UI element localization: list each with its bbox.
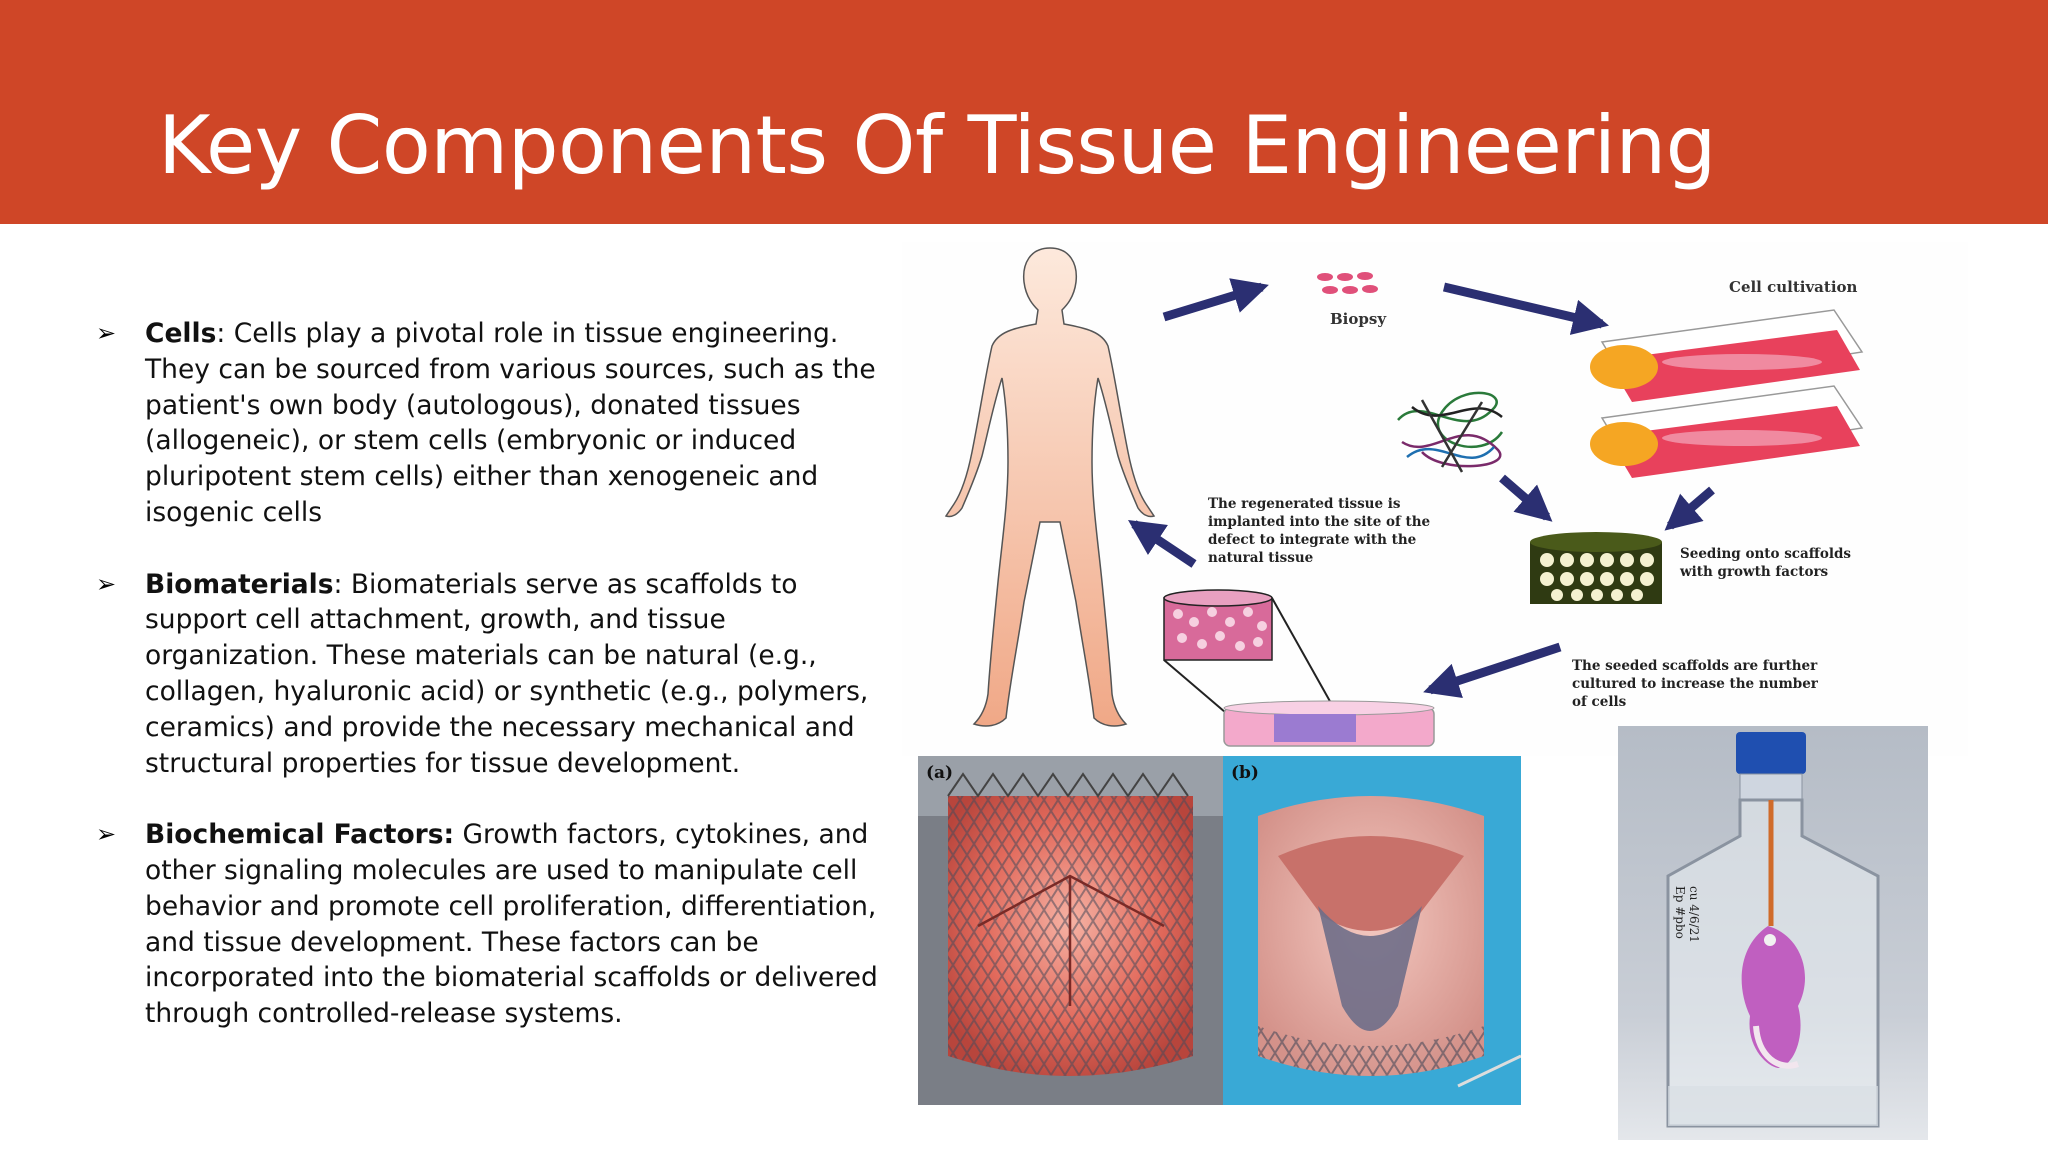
regenerated-tissue-cylinder [1163,589,1337,731]
label-line: cultured to increase the number [1572,676,1819,692]
flask-label-line: Ep #pbo [1673,886,1687,939]
flask-cap-icon [1736,732,1806,801]
biopsy-cells [1317,272,1378,294]
petri-dish-icon [1223,700,1435,747]
diagram-svg: Biopsy Cell cultivation [944,247,1864,747]
label-line: Seeding onto scaffolds [1680,546,1851,562]
label-cell-cultivation: Cell cultivation [1729,278,1858,296]
bullet-separator: : [333,568,343,600]
label-regenerated: The regenerated tissue is implanted into… [1208,496,1430,566]
process-arrows [1128,278,1715,699]
arrow-icon [1128,520,1197,568]
arrow-icon [1442,282,1610,335]
heart-valve-photos: (a) (b) [918,756,1521,1105]
label-line: The regenerated tissue is [1208,496,1401,512]
label-seeding: Seeding onto scaffolds with growth facto… [1679,546,1851,580]
valves-svg: (a) (b) [918,756,1521,1105]
human-body-icon [944,247,1156,727]
slide-title: Key Components Of Tissue Engineering [158,99,1716,192]
arrow-icon [1499,474,1553,522]
flask-svg: Ep #pbo cu 4/6/21 [1618,726,1928,1140]
tissue-sample [1741,926,1806,1069]
title-bar [0,0,2048,224]
bullet-cells: ➢ Cells: Cells play a pivotal role in ti… [96,316,896,531]
label-line: defect to integrate with the [1208,532,1416,548]
bullet-term: Biomaterials [145,568,334,600]
label-line: of cells [1572,694,1627,710]
bullet-term: Biochemical Factors: [145,819,455,851]
arrow-bullet-icon: ➢ [96,319,117,347]
bullet-biomaterials: ➢ Biomaterials: Biomaterials serve as sc… [96,567,896,782]
label-line: with growth factors [1679,564,1829,580]
bullet-term: Cells [145,318,217,349]
arrow-icon [1162,278,1269,322]
bullet-text: Biomaterials serve as scaffolds to suppo… [145,568,869,779]
label-b: (b) [1231,763,1259,783]
arrow-bullet-icon: ➢ [96,569,117,598]
label-a: (a) [926,763,953,783]
arrow-bullet-icon: ➢ [96,820,117,849]
arrow-icon [1423,642,1562,699]
polymer-scaffold-icon [1397,391,1504,473]
flask-label-line: cu 4/6/21 [1687,886,1701,943]
label-seeded: The seeded scaffolds are further culture… [1572,658,1819,710]
bullet-text: Growth factors, cytokines, and other sig… [145,819,878,1030]
tissue-engineering-diagram: Biopsy Cell cultivation [902,242,1968,756]
valve-photo-b: (b) [1223,756,1521,1105]
culture-flask-top [1590,309,1864,402]
culture-flask-photo: Ep #pbo cu 4/6/21 [1618,726,1928,1140]
valve-photo-a: (a) [918,756,1223,1105]
label-line: natural tissue [1208,550,1313,566]
label-biopsy: Biopsy [1330,310,1387,328]
bullet-biochemical-factors: ➢ Biochemical Factors: Growth factors, c… [96,817,896,1032]
flask-label: Ep #pbo cu 4/6/21 [1673,886,1701,943]
culture-flask-bottom [1590,385,1864,478]
bullet-separator: : [216,318,226,349]
seeded-scaffold-block [1530,532,1662,604]
arrow-icon [1664,486,1715,531]
bullet-text: Cells play a pivotal role in tissue engi… [145,318,876,528]
label-line: implanted into the site of the [1208,514,1430,530]
bullet-list: ➢ Cells: Cells play a pivotal role in ti… [96,316,896,1068]
label-line: The seeded scaffolds are further [1572,658,1818,674]
